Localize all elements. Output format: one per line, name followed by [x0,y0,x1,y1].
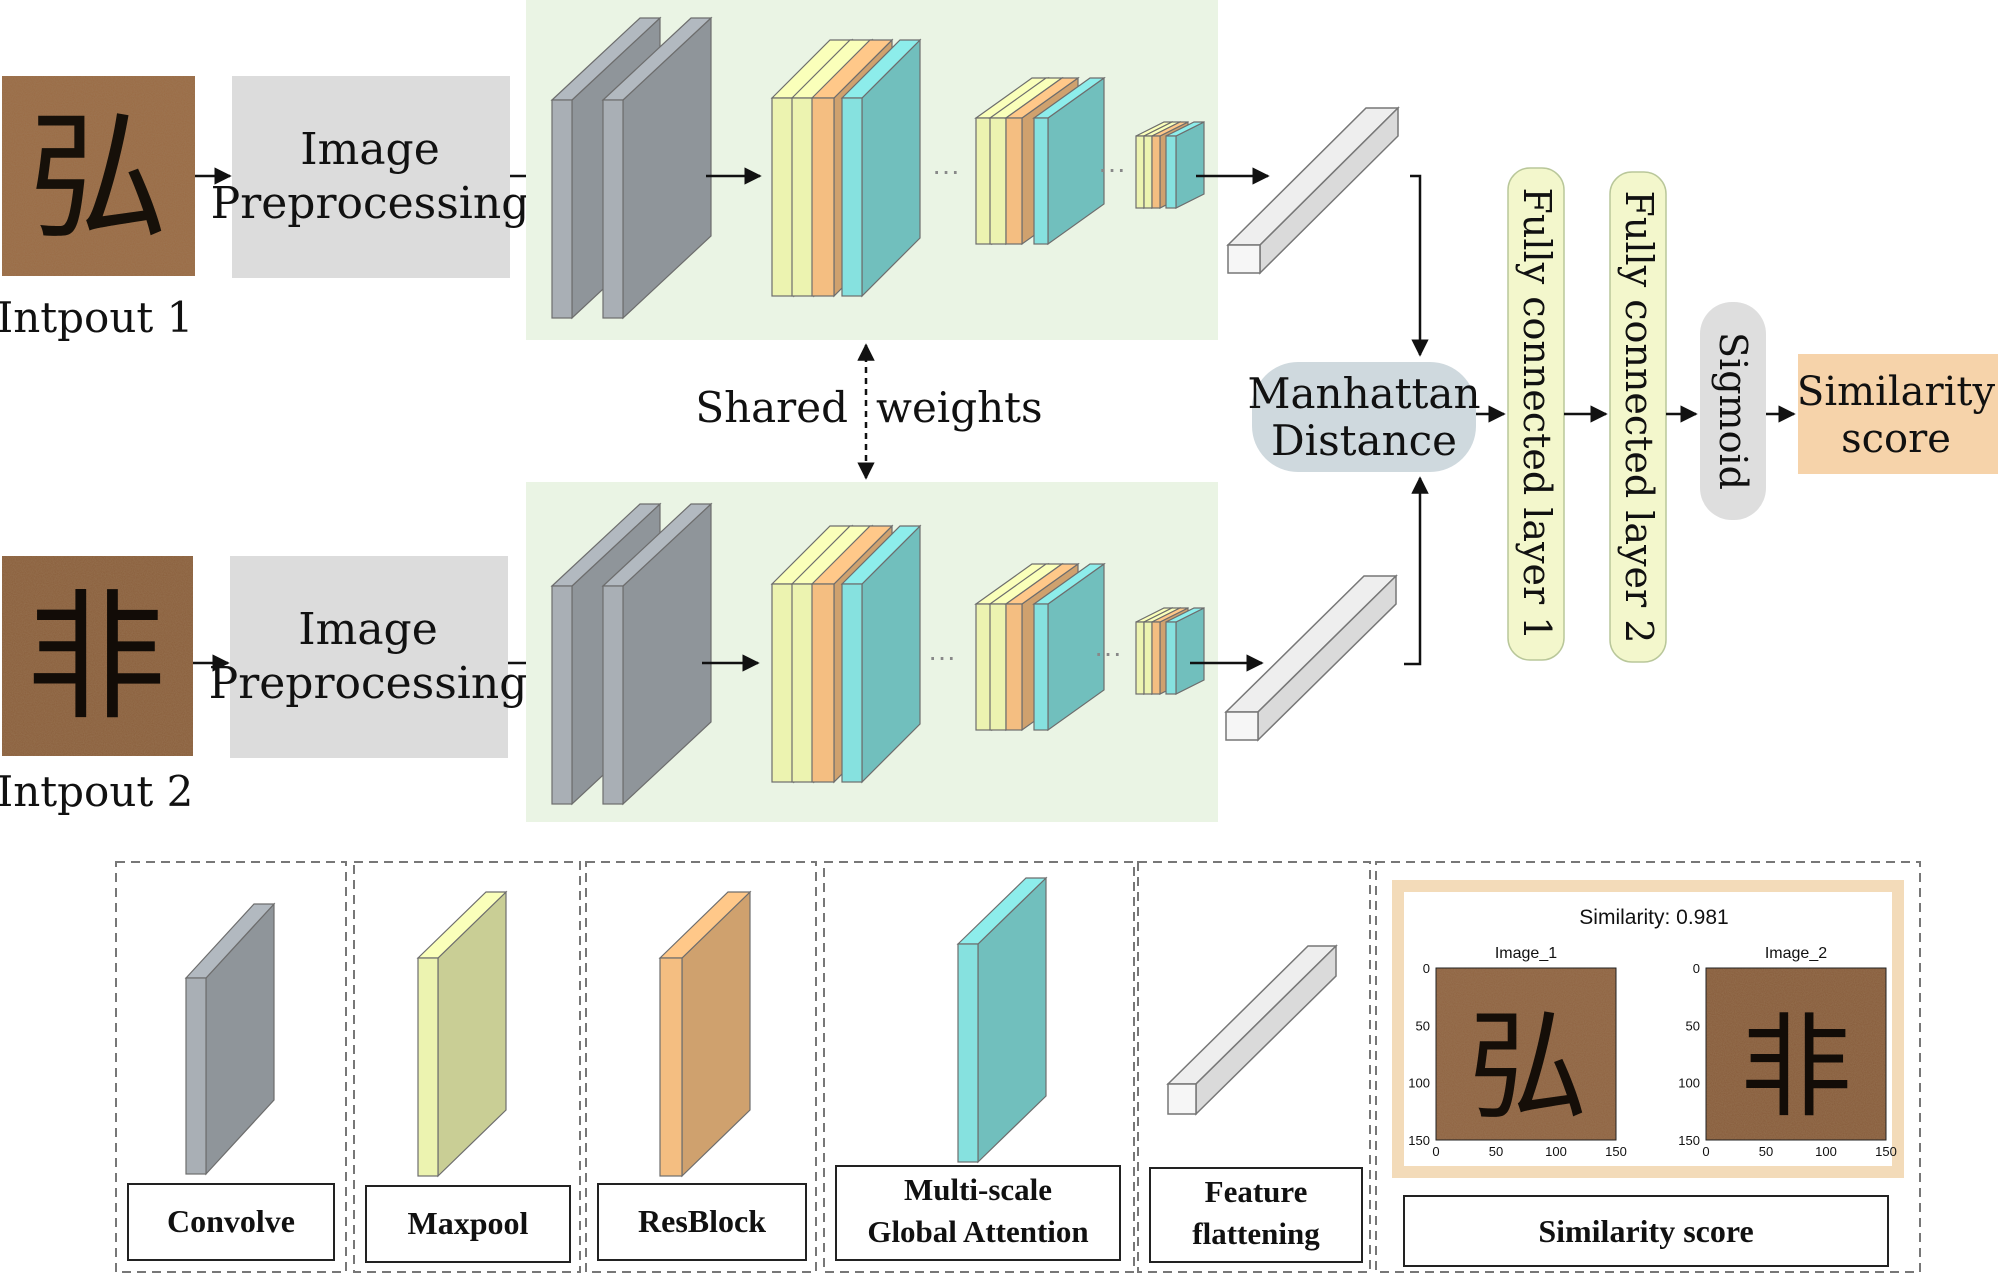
legend-attention-2: Global Attention [867,1214,1088,1249]
legend-maxpool: Maxpool [408,1205,529,1241]
ellipsis-1a: ··· [932,155,960,186]
result-glyph-1: 弘 [1468,998,1588,1137]
shared-weights-left: Shared [695,383,848,432]
attention-layer [1165,607,1205,695]
svg-text:Preprocessing: Preprocessing [209,658,528,709]
svg-text:Preprocessing: Preprocessing [211,178,530,229]
input-1: 弘 [2,76,195,276]
x-tick-label: 50 [1489,1144,1503,1159]
y-tick-label: 100 [1678,1076,1700,1091]
attention-layer [1165,121,1205,209]
legend-similarity-score: Similarity score [1538,1213,1753,1249]
legend-flatten-1: Feature [1205,1174,1308,1209]
x-tick-label: 0 [1432,1144,1439,1159]
input-2-glyph: 非 [26,577,166,740]
legend-conv-swatch [184,902,276,1176]
encoder-2-layers [550,502,1205,806]
flatten-vector-2 [1224,574,1398,742]
sigmoid: Sigmoid [1700,302,1766,520]
x-tick-label: 150 [1605,1144,1627,1159]
input-1-label: Intpout 1 [0,293,193,342]
similarity-result-plot: Similarity: 0.981 Image_1 弘 Image_2 非 0 0… [1392,880,1904,1178]
svg-text:Fully connected layer 2: Fully connected layer 2 [1617,191,1661,644]
legend-attention-swatch [956,876,1048,1164]
attention-layer [1032,562,1106,732]
y-tick-label: 50 [1686,1018,1700,1033]
svg-text:Image: Image [298,604,438,655]
legend-resblock: ResBlock [638,1203,766,1239]
legend-flatten-swatch [1166,944,1338,1116]
x-tick-label: 150 [1875,1144,1897,1159]
similarity-score-output: Similarity score [1797,354,1998,474]
result-glyph-2: 非 [1740,1003,1852,1133]
attention-layer [840,38,922,298]
legend-resblock-swatch [658,890,752,1178]
x-tick-label: 0 [1702,1144,1709,1159]
attention-layer [1032,76,1106,246]
ellipsis-2b: ··· [1094,637,1122,668]
x-tick-label: 100 [1545,1144,1567,1159]
y-tick-label: 0 [1423,961,1430,976]
y-tick-label: 150 [1678,1133,1700,1148]
image-preprocessing-2: Image Preprocessing [209,556,528,758]
svg-text:Similarity: Similarity [1797,369,1996,415]
svg-text:score: score [1841,416,1951,462]
x-tick-label: 100 [1815,1144,1837,1159]
input-1-glyph: 弘 [28,97,168,260]
legend [115,861,1921,1273]
legend-convolve: Convolve [167,1203,295,1239]
result-image2-title: Image_2 [1765,945,1827,962]
flatten-vector-1 [1226,106,1400,275]
y-tick-label: 150 [1408,1133,1430,1148]
attention-layer [840,524,922,784]
legend-flatten-2: flattening [1192,1216,1320,1251]
svg-text:Distance: Distance [1271,416,1457,465]
conv-layer [601,16,713,320]
x-tick-label: 50 [1759,1144,1773,1159]
y-tick-label: 0 [1693,961,1700,976]
shared-weights-right: weights [876,383,1043,432]
y-tick-label: 100 [1408,1076,1430,1091]
ellipsis-1b: ··· [1098,153,1126,184]
input-2: 非 [2,556,193,756]
svg-text:Fully connected layer 1: Fully connected layer 1 [1515,188,1559,641]
result-title: Similarity: 0.981 [1579,906,1728,929]
result-image1-title: Image_1 [1495,945,1557,962]
y-tick-label: 50 [1416,1018,1430,1033]
svg-text:Image: Image [300,124,440,175]
fully-connected-layer-1: Fully connected layer 1 [1507,167,1565,661]
ellipsis-2a: ··· [928,641,956,672]
encoder-1-layers [550,16,1205,320]
svg-text:Manhattan: Manhattan [1247,369,1480,418]
input-2-label: Intpout 2 [0,767,193,816]
legend-swatches [184,876,1048,1178]
image-preprocessing-1: Image Preprocessing [211,76,530,278]
conv-layer [601,502,713,806]
legend-attention-1: Multi-scale [904,1172,1052,1207]
legend-maxpool-swatch [416,890,508,1178]
fully-connected-layer-2: Fully connected layer 2 [1609,171,1667,663]
manhattan-distance: Manhattan Distance [1247,362,1481,472]
svg-text:Sigmoid: Sigmoid [1711,332,1755,490]
